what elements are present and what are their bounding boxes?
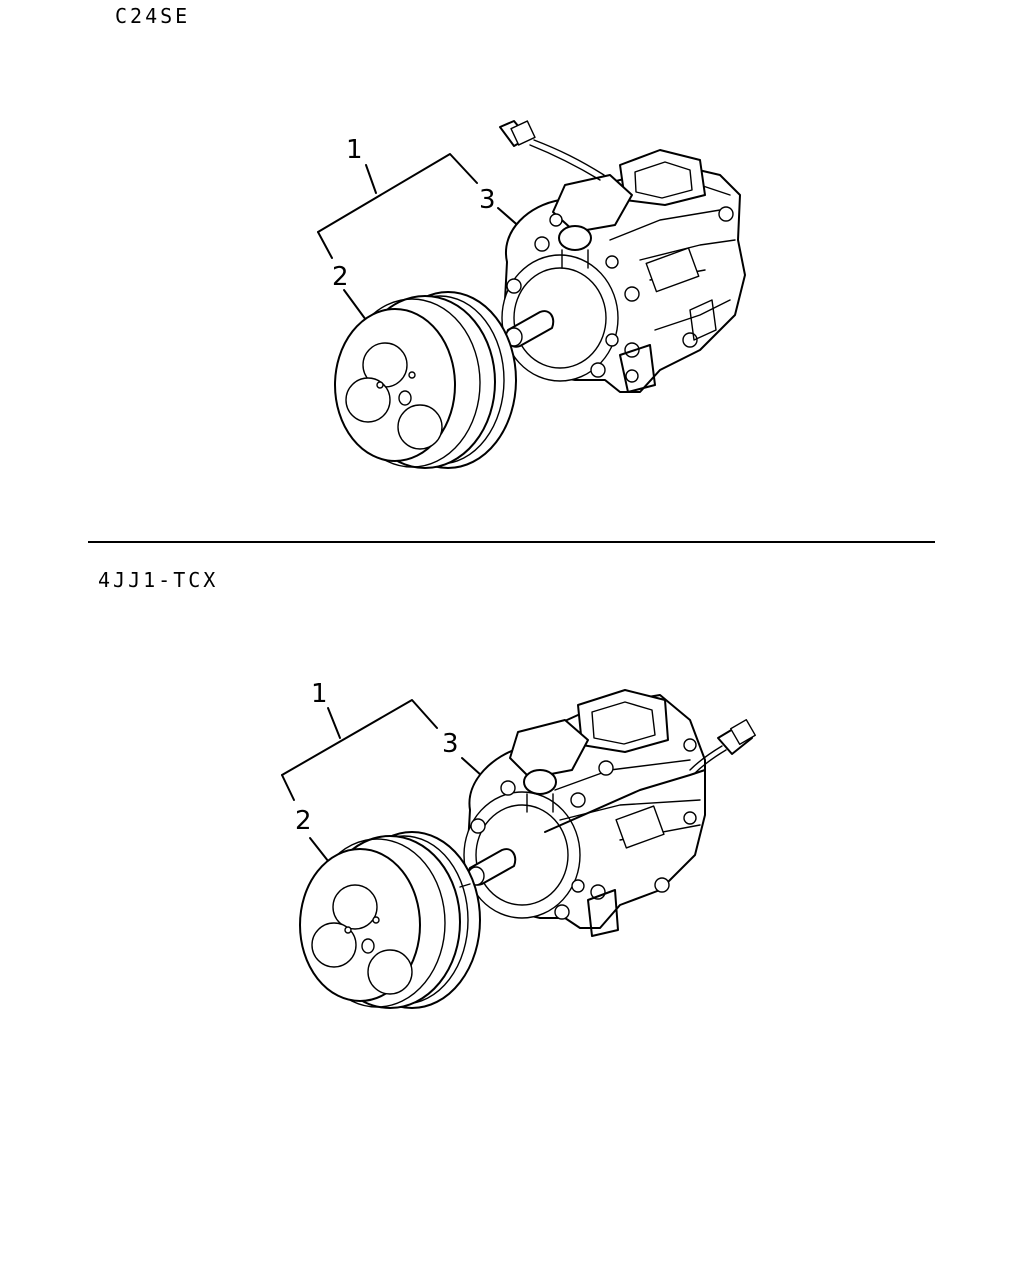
engine-label-bottom: 4JJ1-TCX — [98, 568, 219, 592]
callout-1: 1 — [346, 135, 363, 165]
ac-compressor-diagram-bottom: 1 3 2 — [281, 679, 756, 1009]
compressor-body — [463, 689, 706, 937]
callout-2: 2 — [332, 262, 349, 292]
callout-1: 1 — [311, 679, 328, 709]
sensor-connector — [689, 719, 756, 775]
callout-2: 2 — [295, 806, 312, 836]
compressor-body — [501, 149, 746, 393]
sensor-connector — [499, 120, 605, 181]
section-divider — [88, 541, 935, 543]
engine-label-top: C24SE — [115, 4, 191, 28]
clutch-pulley — [299, 831, 481, 1009]
callout-3: 3 — [442, 729, 459, 759]
callout-3: 3 — [479, 185, 496, 215]
clutch-pulley — [334, 291, 517, 469]
ac-compressor-diagram-top: 1 3 2 — [317, 120, 746, 469]
